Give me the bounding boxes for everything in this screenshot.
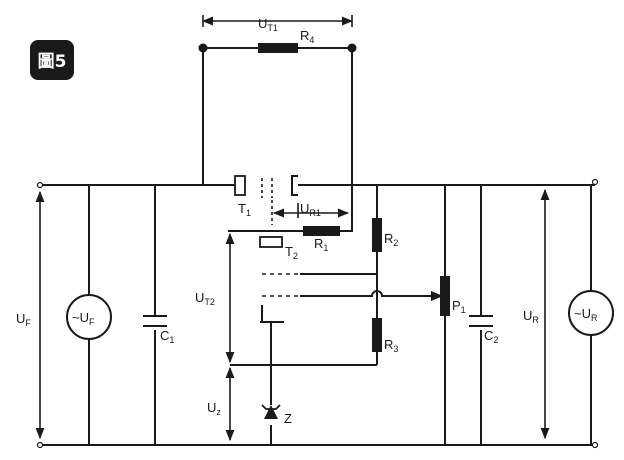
resistor-r4 [258,43,298,53]
label-ur1: UR1 [300,201,321,218]
label-t2: T2 [285,244,298,261]
label-p1: P1 [452,298,466,315]
junctions [36,43,599,449]
capacitor-c1 [143,315,167,327]
resistor-r2 [372,218,382,252]
label-c1: C1 [160,328,174,345]
p1-wiper-wire [300,290,433,297]
label-z: Z [284,411,292,426]
transistor-t1 [234,175,298,196]
label-ut2: UT2 [195,290,215,307]
figure-badge: 圖5 [30,40,74,80]
ac-source-f [66,294,112,340]
label-t1: T1 [238,201,251,218]
zener-diode-z [261,404,281,419]
capacitor-c2 [469,315,493,327]
resistor-r3 [372,318,382,352]
label-r1: R1 [314,236,328,253]
label-uf: UF [16,311,31,328]
voltage-arrows [35,15,550,442]
wiring [40,47,595,446]
label-ut1: UT1 [258,16,278,33]
figure-badge-text: 圖5 [38,52,67,72]
label-ur: UR [523,308,539,325]
label-r3: R3 [384,337,398,354]
label-c2: C2 [484,328,498,345]
resistor-r1 [303,226,340,236]
ac-source-r [568,290,614,336]
label-source-f: ~UF [72,310,95,327]
potentiometer-p1 [440,276,450,316]
label-uz: Uz [207,400,221,417]
label-r2: R2 [384,231,398,248]
label-r4: R4 [300,28,314,45]
transistor-t2 [259,236,283,248]
label-source-r: ~UR [574,306,598,323]
